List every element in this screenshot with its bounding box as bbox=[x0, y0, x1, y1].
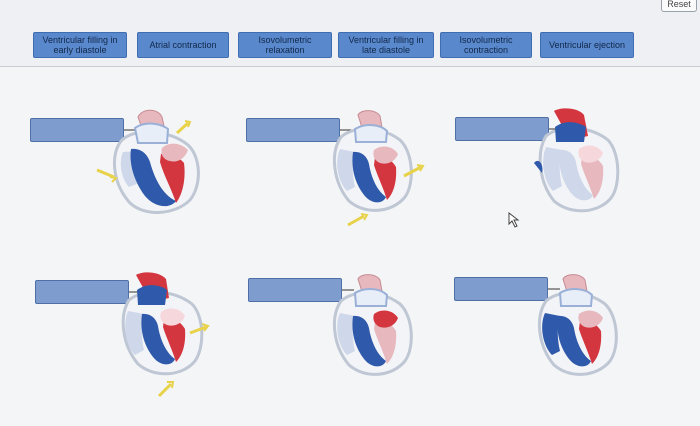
yellow-arrow-icon bbox=[347, 213, 369, 227]
label-chip-ventricular-filling-early[interactable]: Ventricular filling in early diastole bbox=[33, 32, 127, 58]
diagram-area bbox=[0, 67, 700, 426]
heart-diagram-icon bbox=[333, 110, 413, 212]
yellow-arrow-icon bbox=[157, 381, 175, 398]
heart-diagram-icon bbox=[112, 109, 200, 214]
label-chip-atrial-contraction[interactable]: Atrial contraction bbox=[137, 32, 229, 58]
label-chip-ventricular-ejection[interactable]: Ventricular ejection bbox=[540, 32, 634, 58]
drop-target-4[interactable] bbox=[35, 280, 129, 304]
heart-diagram-icon bbox=[333, 274, 413, 376]
yellow-arrow-icon bbox=[189, 323, 210, 335]
yellow-arrow-icon bbox=[96, 168, 119, 183]
reset-button[interactable]: Reset bbox=[661, 0, 697, 12]
label-chip-isovolumetric-contraction[interactable]: Isovolumetric contraction bbox=[440, 32, 532, 58]
label-bank: Reset Ventricular filling in early diast… bbox=[0, 0, 700, 67]
yellow-arrow-icon bbox=[403, 164, 425, 178]
drop-target-6[interactable] bbox=[454, 277, 548, 301]
drop-target-2[interactable] bbox=[246, 118, 340, 142]
drop-target-3[interactable] bbox=[455, 117, 549, 141]
heart-diagram-icon bbox=[538, 274, 618, 376]
cursor-icon bbox=[508, 212, 520, 228]
drop-target-1[interactable] bbox=[30, 118, 124, 142]
heart-diagram-icon bbox=[534, 108, 620, 213]
label-chip-ventricular-filling-late[interactable]: Ventricular filling in late diastole bbox=[338, 32, 434, 58]
heart-diagram-icon bbox=[121, 272, 204, 376]
drop-target-5[interactable] bbox=[248, 278, 342, 302]
label-chip-isovolumetric-relaxation[interactable]: Isovolumetric relaxation bbox=[238, 32, 332, 58]
